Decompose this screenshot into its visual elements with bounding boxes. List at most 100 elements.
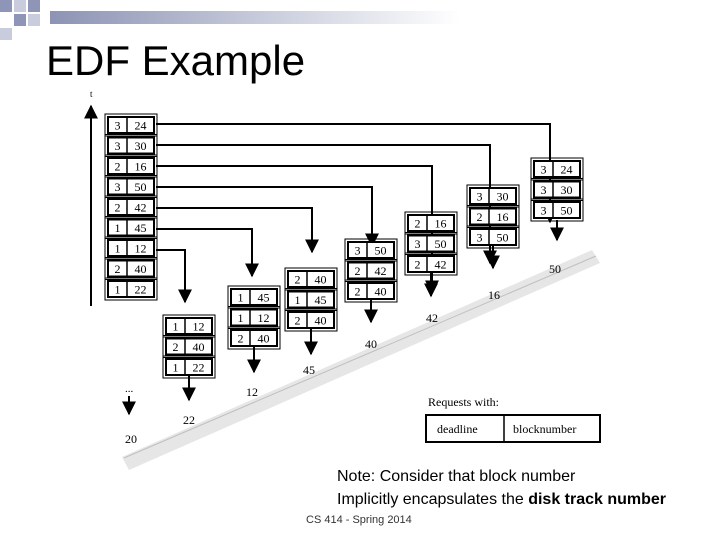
request-cell-outline [344,238,398,262]
request-blocknumber: 40 [258,332,270,346]
request-cell-box [230,329,278,347]
served-track-label: 12 [246,385,258,399]
request-cell-box [533,180,581,199]
request-deadline: 1 [295,293,301,307]
legend-field-blocknumber: blocknumber [513,422,576,436]
request-blocknumber: 16 [497,210,509,224]
request-deadline: 2 [415,217,421,231]
request-cell-box [165,317,213,335]
request-cell-box [407,234,455,253]
request-cell-outline [104,134,158,157]
request-cell-box [107,198,155,216]
request-blocknumber: 42 [435,258,447,272]
served-track-label: 40 [365,337,377,351]
request-cell-box [107,218,155,237]
request-deadline: 3 [115,180,121,194]
request-deadline: 2 [115,160,121,174]
request-deadline: 3 [541,204,547,218]
request-cell: 1 45 [227,285,281,309]
request-blocknumber: 42 [375,264,387,278]
served-track-label: 16 [488,288,500,302]
request-blocknumber: 45 [315,293,327,307]
request-deadline: 2 [477,210,483,224]
slide-title: EDF Example [46,37,306,84]
request-cell-box [230,288,278,306]
served-track-label: 50 [549,262,561,276]
request-cell: 1 22 [104,277,158,301]
request-cell-box [287,311,335,329]
note-line-2-text: Implicitly encapsulates the [337,491,529,508]
served-track-label: 22 [183,413,195,427]
legend: Requests with: deadline blocknumber [425,395,601,443]
request-cell-outline [104,195,158,219]
legend-title: Requests with: [428,395,499,409]
request-cell-box [230,308,278,327]
request-cell-box [347,282,395,300]
request-deadline: 1 [173,320,179,334]
note-line-1: Note: Consider that block number [337,468,576,485]
request-cell-box [107,177,155,196]
request-blocknumber: 22 [193,361,205,375]
request-cell-outline [227,306,281,329]
request-cell-box [347,261,395,280]
request-cell-box [533,160,581,178]
request-cell-outline [104,175,158,198]
request-blocknumber: 22 [135,283,147,297]
request-blocknumber: 30 [497,190,509,204]
request-connector [156,186,379,248]
time-axis-label: t [90,89,93,99]
served-track-label: 42 [426,311,438,325]
request-cell-box [469,228,517,246]
request-deadline: 2 [173,340,179,354]
request-blocknumber: 40 [315,314,327,328]
request-cell-box [107,116,155,134]
request-deadline: 1 [173,361,179,375]
request-deadline: 1 [238,291,244,305]
request-cell-box [287,270,335,288]
request-cell-box [107,280,155,298]
request-cell-outline [404,232,458,255]
request-connector [156,249,192,304]
request-blocknumber: 30 [135,139,147,153]
request-blocknumber: 50 [561,204,573,218]
request-cell-box [469,207,517,226]
request-cell-outline [104,113,158,137]
request-cell-box [407,214,455,232]
deco-square [14,0,26,12]
request-cell-box [469,187,517,205]
request-cell-outline [466,184,520,208]
request-deadline: 1 [115,283,121,297]
request-blocknumber: 40 [135,262,147,276]
title-gradient-bar [50,11,460,24]
request-blocknumber: 24 [561,163,573,177]
request-cell-outline [104,154,158,178]
track-axis-line [123,255,597,459]
request-cell-box [165,358,213,376]
request-cell-box [287,290,335,309]
request-blocknumber: 45 [258,291,270,305]
continuation-mark: ... [125,383,134,395]
request-cell-box [533,201,581,219]
request-cell-box [407,255,455,273]
request-deadline: 2 [115,262,121,276]
